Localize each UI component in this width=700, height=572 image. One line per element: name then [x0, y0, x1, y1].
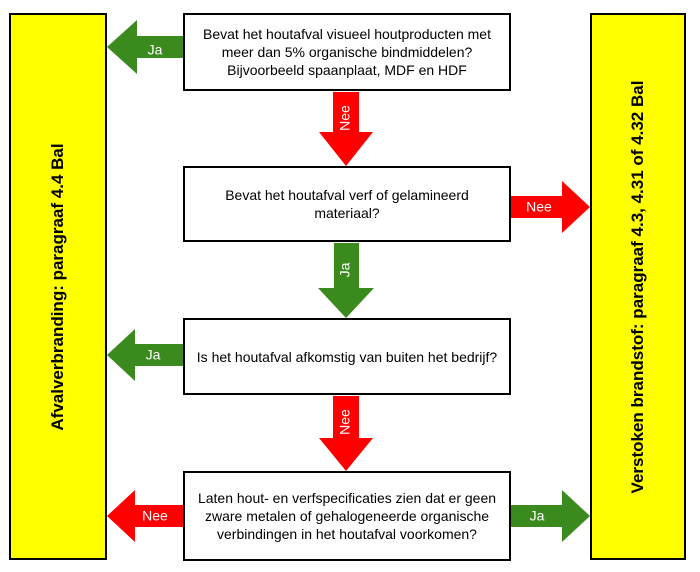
question-text-3: Is het houtafval afkomstig van buiten he… [196, 348, 498, 365]
arrow-q4-no-left [107, 490, 183, 542]
question-box-4: Laten hout- en verfspecificaties zien da… [183, 471, 511, 561]
left-outcome-panel: Afvalverbranding: paragraaf 4.4 Bal [9, 13, 107, 560]
label-q2-yes: Ja [337, 262, 353, 277]
arrow-q2-yes-down [318, 243, 374, 318]
label-q1-no: Nee [337, 105, 353, 131]
label-q3-no: Nee [337, 409, 353, 435]
label-q2-no: Nee [526, 199, 552, 215]
question-text-1: Bevat het houtafval visueel houtproducte… [203, 26, 491, 78]
label-q4-yes: Ja [530, 508, 545, 524]
label-q4-no: Nee [142, 508, 168, 524]
arrow-q1-yes-left [107, 20, 183, 74]
right-outcome-panel: Verstoken brandstof: paragraaf 4.3, 4.31… [590, 13, 686, 560]
arrow-q4-yes-right [511, 490, 590, 542]
label-q1-yes: Ja [148, 42, 163, 58]
question-box-2: Bevat het houtafval verf of gelamineerd … [183, 166, 511, 242]
arrow-q3-yes-left [107, 329, 183, 381]
question-text-4: Laten hout- en verfspecificaties zien da… [197, 490, 497, 542]
question-box-1: Bevat het houtafval visueel houtproducte… [183, 13, 511, 91]
arrow-q1-no-down [319, 92, 373, 166]
label-q3-yes: Ja [146, 347, 161, 363]
arrow-q3-no-down [319, 396, 373, 471]
question-text-2: Bevat het houtafval verf of gelamineerd … [225, 187, 469, 221]
question-box-3: Is het houtafval afkomstig van buiten he… [183, 318, 511, 395]
arrow-q2-no-right [511, 181, 590, 233]
